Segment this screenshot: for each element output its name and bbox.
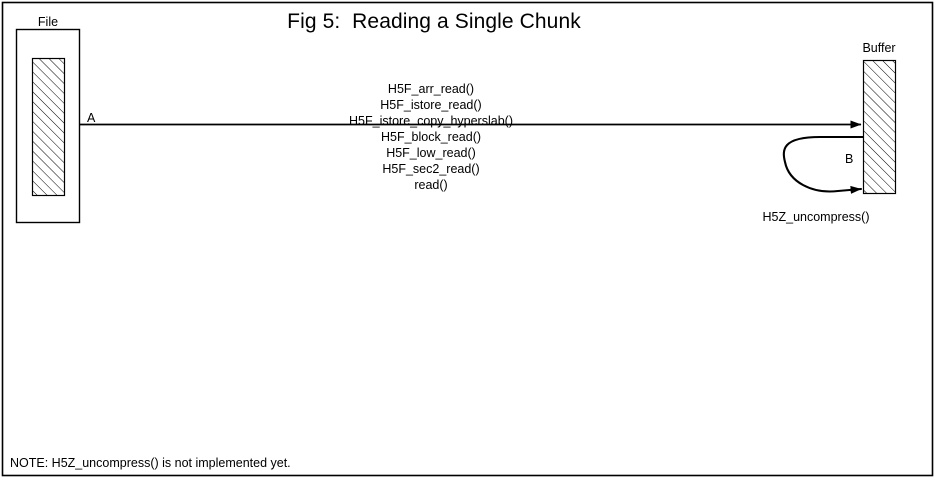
footer-note: NOTE: H5Z_uncompress() is not implemente… — [10, 456, 291, 470]
uncompress-loop-label: H5Z_uncompress() — [762, 210, 870, 224]
call-stack-item-5: H5F_sec2_read() — [382, 162, 480, 176]
call-stack-item-3: H5F_block_read() — [380, 130, 482, 144]
file-box-label: File — [37, 15, 59, 29]
buffer-box-label: Buffer — [862, 41, 896, 55]
port-label-b: B — [845, 152, 854, 166]
call-stack-item-4: H5F_low_read() — [386, 146, 476, 160]
buffer-box-hatch — [862, 59, 897, 195]
uncompress-loop-arrow — [782, 135, 865, 194]
call-stack-item-1: H5F_istore_read() — [380, 98, 482, 112]
file-box-hatch — [31, 57, 66, 197]
call-stack-item-2: H5F_istore_copy_hyperslab() — [349, 114, 513, 128]
call-stack-item-6: read() — [414, 178, 448, 192]
page-title: Fig 5: Reading a Single Chunk — [287, 10, 581, 33]
call-stack-item-0: H5F_arr_read() — [387, 82, 475, 96]
page-border — [1, 1, 934, 477]
port-label-a: A — [87, 111, 96, 125]
